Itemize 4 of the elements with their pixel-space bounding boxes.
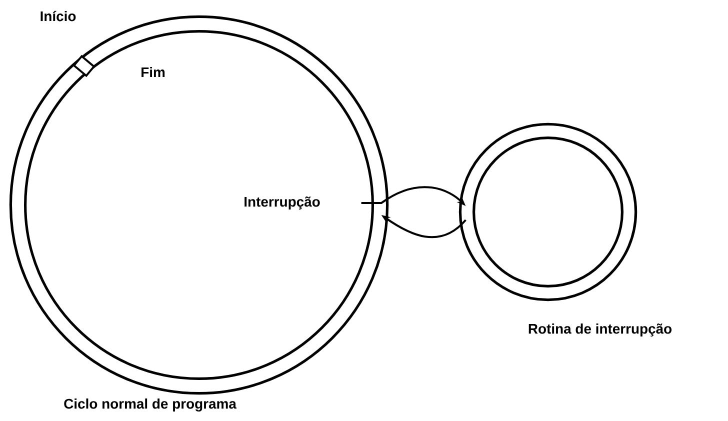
label: Interrupção <box>244 196 320 210</box>
label: Fim <box>142 66 165 78</box>
ring-caption: Ciclo normal de programa <box>64 398 236 412</box>
ring-caption: Rotina de interrupção <box>528 324 672 336</box>
